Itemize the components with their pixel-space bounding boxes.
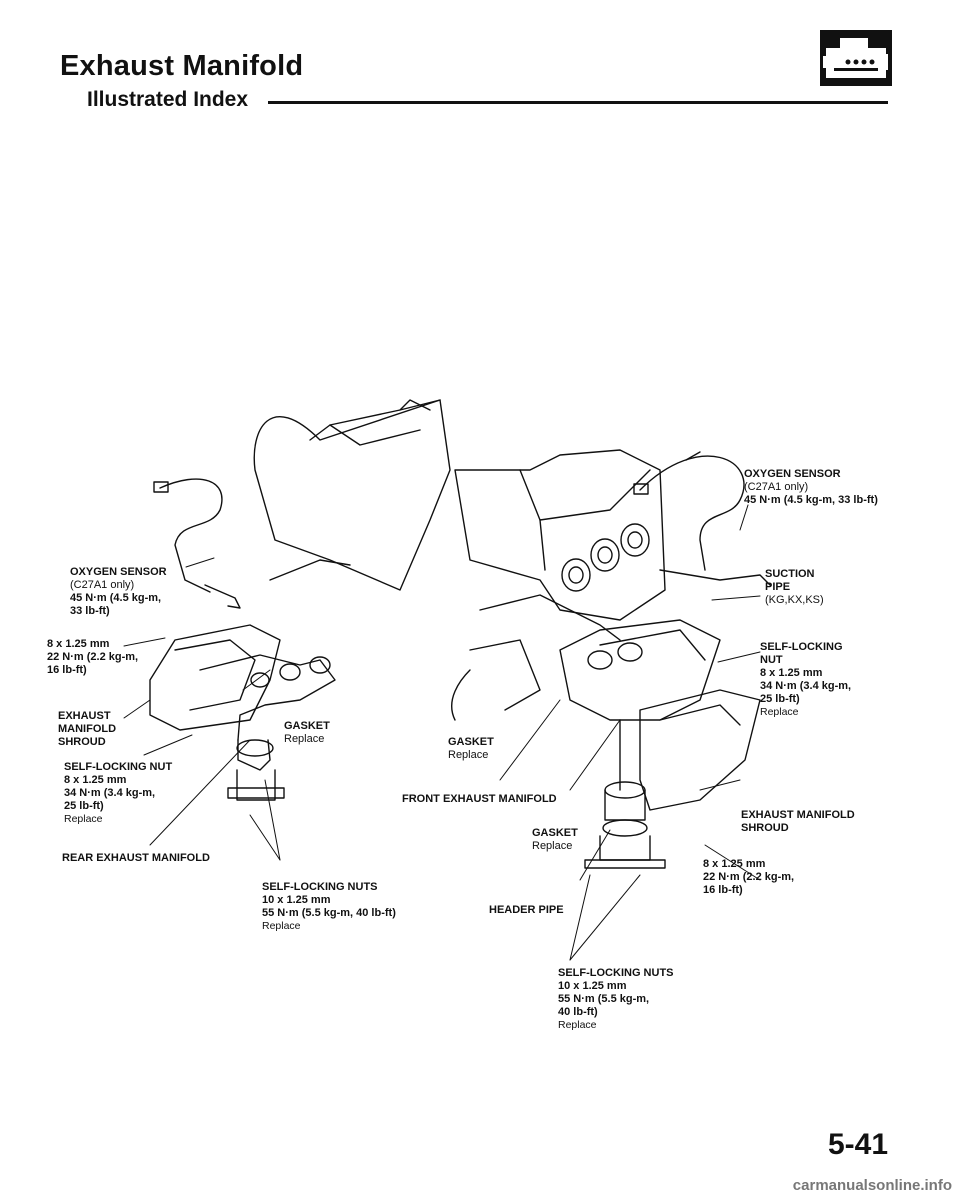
oxygen-sensor-right-label: OXYGEN SENSOR (C27A1 only) 45 N·m (4.5 k… xyxy=(744,468,878,506)
self-locking-nut-right-label: SELF-LOCKING NUT 8 x 1.25 mm 34 N·m (3.4… xyxy=(760,641,852,718)
self-locking-nut-left-label: SELF-LOCKING NUT 8 x 1.25 mm 34 N·m (3.4… xyxy=(64,761,173,825)
engine-block-drawing xyxy=(253,399,666,721)
self-locking-nuts-right-label: SELF-LOCKING NUTS 10 x 1.25 mm 55 N·m (5… xyxy=(558,967,674,1031)
page-subtitle: Illustrated Index xyxy=(87,88,249,111)
left-oxygen-sensor-drawing xyxy=(153,478,241,609)
leader-lines xyxy=(123,504,761,961)
gasket-lower-label: GASKET Replace xyxy=(532,827,578,852)
page-number: 5-41 xyxy=(828,1128,889,1161)
suction-pipe-label: SUCTION PIPE (KG,KX,KS) xyxy=(765,568,824,606)
rear-manifold-drawing xyxy=(149,624,336,801)
watermark: carmanualsonline.info xyxy=(792,1177,952,1194)
header-rule xyxy=(268,101,888,104)
page-title: Exhaust Manifold xyxy=(60,50,304,82)
rear-exhaust-manifold-label: REAR EXHAUST MANIFOLD xyxy=(62,852,210,864)
engine-icon xyxy=(820,30,892,86)
front-exhaust-manifold-label: FRONT EXHAUST MANIFOLD xyxy=(402,793,557,805)
front-manifold-drawing xyxy=(559,619,761,869)
gasket-left-label: GASKET Replace xyxy=(284,720,330,745)
shroud-left-label: EXHAUST MANIFOLD SHROUD xyxy=(58,710,117,748)
header-pipe-label: HEADER PIPE xyxy=(489,904,564,916)
bolt-right-label: 8 x 1.25 mm 22 N·m (2.2 kg-m, 16 lb-ft) xyxy=(703,858,795,896)
self-locking-nuts-left-label: SELF-LOCKING NUTS 10 x 1.25 mm 55 N·m (5… xyxy=(262,881,396,932)
right-oxygen-sensor-drawing xyxy=(633,451,771,586)
bolt-left-label: 8 x 1.25 mm 22 N·m (2.2 kg-m, 16 lb-ft) xyxy=(47,638,139,676)
gasket-center-label: GASKET Replace xyxy=(448,736,494,761)
shroud-right-label: EXHAUST MANIFOLD SHROUD xyxy=(741,809,855,834)
oxygen-sensor-left-label: OXYGEN SENSOR (C27A1 only) 45 N·m (4.5 k… xyxy=(70,566,167,617)
